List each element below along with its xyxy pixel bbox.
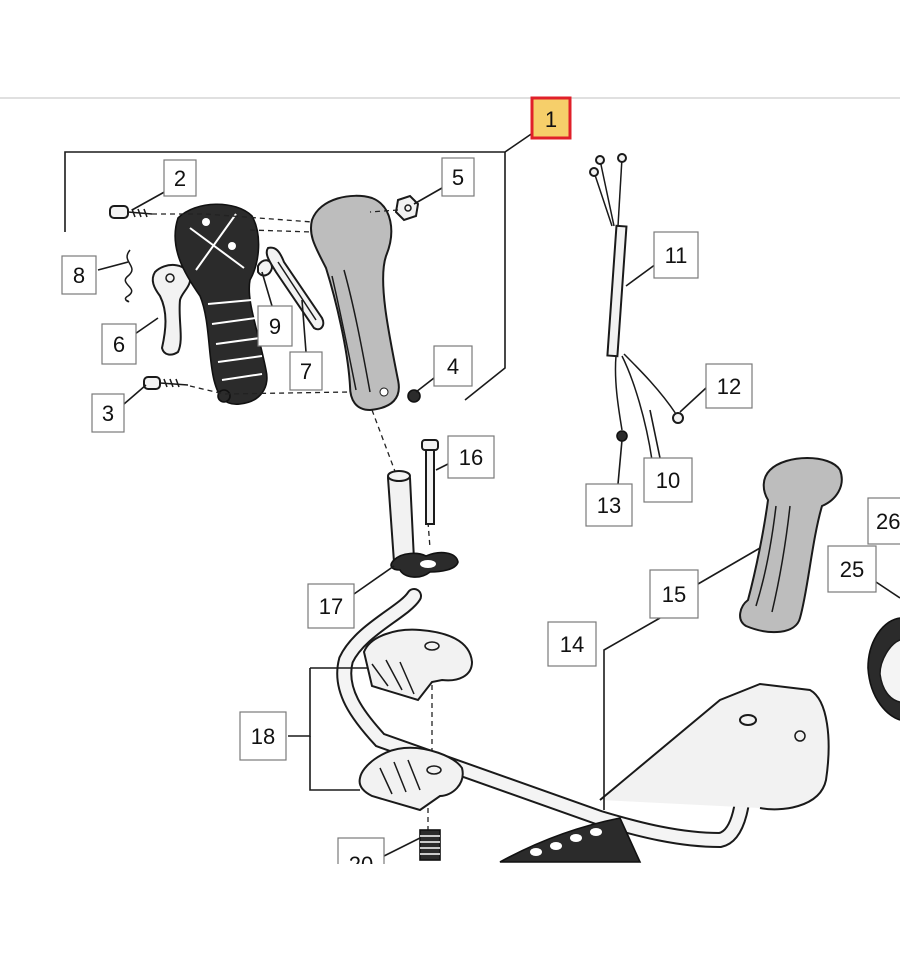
callout-7-label: 7 (300, 359, 312, 384)
screw-part (109, 205, 153, 219)
callout-13-label: 13 (597, 493, 621, 518)
callout-3[interactable]: 3 (91, 393, 125, 433)
clamp-upper (362, 628, 474, 702)
assembly-bracket (64, 127, 541, 401)
callout-1[interactable]: 1 (530, 96, 572, 140)
callout-16-label: 16 (459, 445, 483, 470)
lever-part (265, 246, 325, 331)
callout-5-label: 5 (452, 165, 464, 190)
callout-25-label: 25 (840, 557, 864, 582)
callout-15[interactable]: 15 (649, 569, 699, 619)
handle-cover (310, 194, 400, 412)
callout-2-label: 2 (174, 166, 186, 191)
callout-4[interactable]: 4 (433, 345, 473, 387)
callout-16[interactable]: 16 (447, 435, 495, 479)
tube-part (386, 470, 416, 564)
main-bar (336, 588, 830, 849)
callout-11[interactable]: 11 (653, 231, 699, 279)
callout-4-label: 4 (447, 354, 459, 379)
callout-1-label: 1 (545, 107, 557, 132)
cable-harness (589, 153, 684, 461)
knob-part (390, 551, 459, 578)
callout-6-label: 6 (113, 332, 125, 357)
callout-2[interactable]: 2 (163, 159, 197, 197)
screw-part-lower (143, 376, 189, 390)
callout-5[interactable]: 5 (441, 157, 475, 197)
callout-11-label: 11 (665, 243, 688, 268)
clamp-lower (358, 746, 464, 812)
leader-lines (97, 187, 900, 857)
nut-part (394, 194, 420, 222)
right-grip (739, 457, 843, 634)
callout-6[interactable]: 6 (101, 323, 137, 365)
callout-10-label: 10 (656, 468, 680, 493)
callout-9[interactable]: 9 (257, 305, 293, 347)
callout-26-label: 26 (876, 509, 900, 534)
callout-14[interactable]: 14 (547, 621, 597, 667)
clip-part (257, 259, 274, 277)
callout-8[interactable]: 8 (61, 255, 97, 295)
callout-18[interactable]: 18 (239, 711, 287, 761)
engine-grille (499, 817, 642, 863)
handle-shell-left (174, 203, 268, 405)
callout-10[interactable]: 10 (643, 457, 693, 503)
callout-8-label: 8 (73, 263, 85, 288)
spring-part (124, 249, 133, 303)
callout-14-label: 14 (560, 632, 584, 657)
callout-15-label: 15 (662, 582, 686, 607)
callout-7[interactable]: 7 (289, 351, 323, 391)
callout-26[interactable]: 26 (867, 497, 900, 545)
callout-12-label: 12 (717, 374, 741, 399)
callout-25[interactable]: 25 (827, 545, 877, 593)
ball-part (407, 389, 421, 403)
callout-17[interactable]: 17 (307, 583, 355, 629)
spring-20-part (419, 829, 441, 861)
callout-13[interactable]: 13 (585, 483, 633, 527)
callout-12[interactable]: 12 (705, 363, 753, 409)
callout-17-label: 17 (319, 594, 343, 619)
bolt-part (421, 439, 439, 525)
crop-mask (0, 864, 900, 962)
callout-18-label: 18 (251, 724, 275, 749)
callout-9-label: 9 (269, 314, 281, 339)
callout-3-label: 3 (102, 401, 114, 426)
callout-20-crop (330, 864, 400, 884)
trigger-part (151, 264, 192, 356)
edge-part (867, 617, 900, 721)
